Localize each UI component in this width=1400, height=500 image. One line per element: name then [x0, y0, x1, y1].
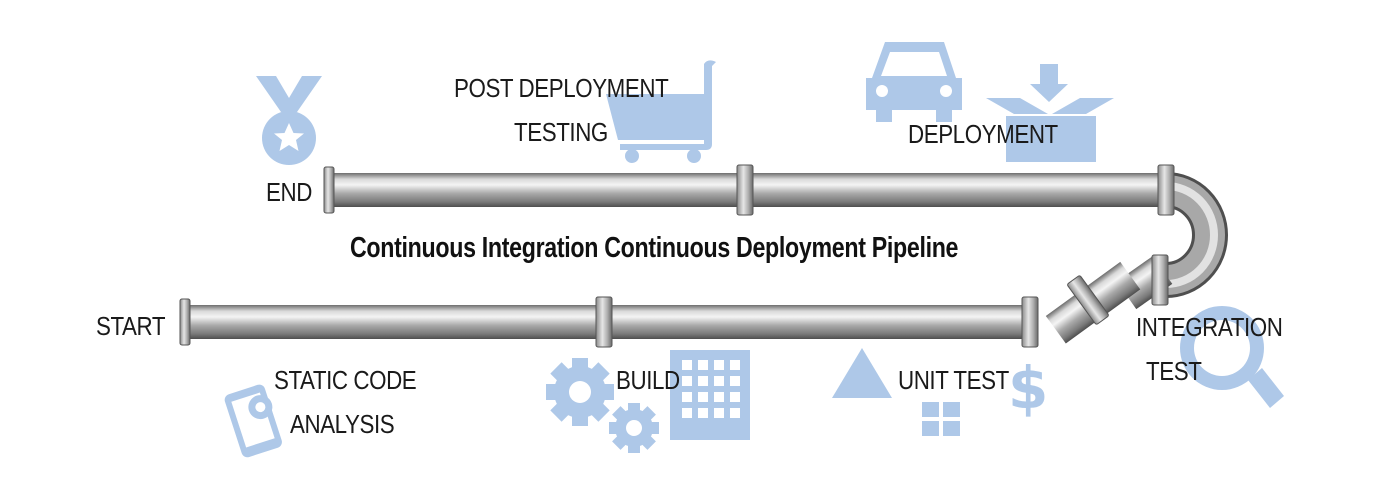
magnifier-icon: [1180, 306, 1284, 408]
medal-icon: [256, 76, 322, 165]
box-download-icon: [986, 64, 1114, 162]
stage-build-label: BUILD: [616, 365, 680, 395]
stage-start-label: START: [96, 311, 166, 341]
phone-gear-icon: [224, 384, 282, 458]
stage-integration-test-label: INTEGRATION: [1136, 312, 1283, 342]
diagram-title: Continuous Integration Continuous Deploy…: [350, 232, 959, 264]
cart-icon: [606, 60, 716, 163]
stage-post-deployment-testing-label-line2: TESTING: [514, 117, 608, 147]
triangle-icon: [832, 348, 892, 398]
stage-deployment-label: DEPLOYMENT: [908, 119, 1058, 149]
stage-integration-test-label-line2: TEST: [1146, 356, 1202, 386]
gears-icon: [546, 358, 659, 453]
stage-unit-test-label: UNIT TEST: [898, 365, 1009, 395]
dollar-icon: $: [1008, 354, 1048, 422]
car-icon: [866, 42, 962, 122]
stage-end-label: END: [266, 177, 312, 207]
stage-static-code-analysis-label: STATIC CODE: [274, 365, 417, 395]
stage-post-deployment-testing-label: POST DEPLOYMENT: [454, 73, 669, 103]
grid-icon: [922, 402, 960, 436]
building-icon: [670, 350, 750, 440]
flanges: [179, 164, 1175, 348]
stage-static-code-analysis-label-line2: ANALYSIS: [290, 409, 395, 439]
